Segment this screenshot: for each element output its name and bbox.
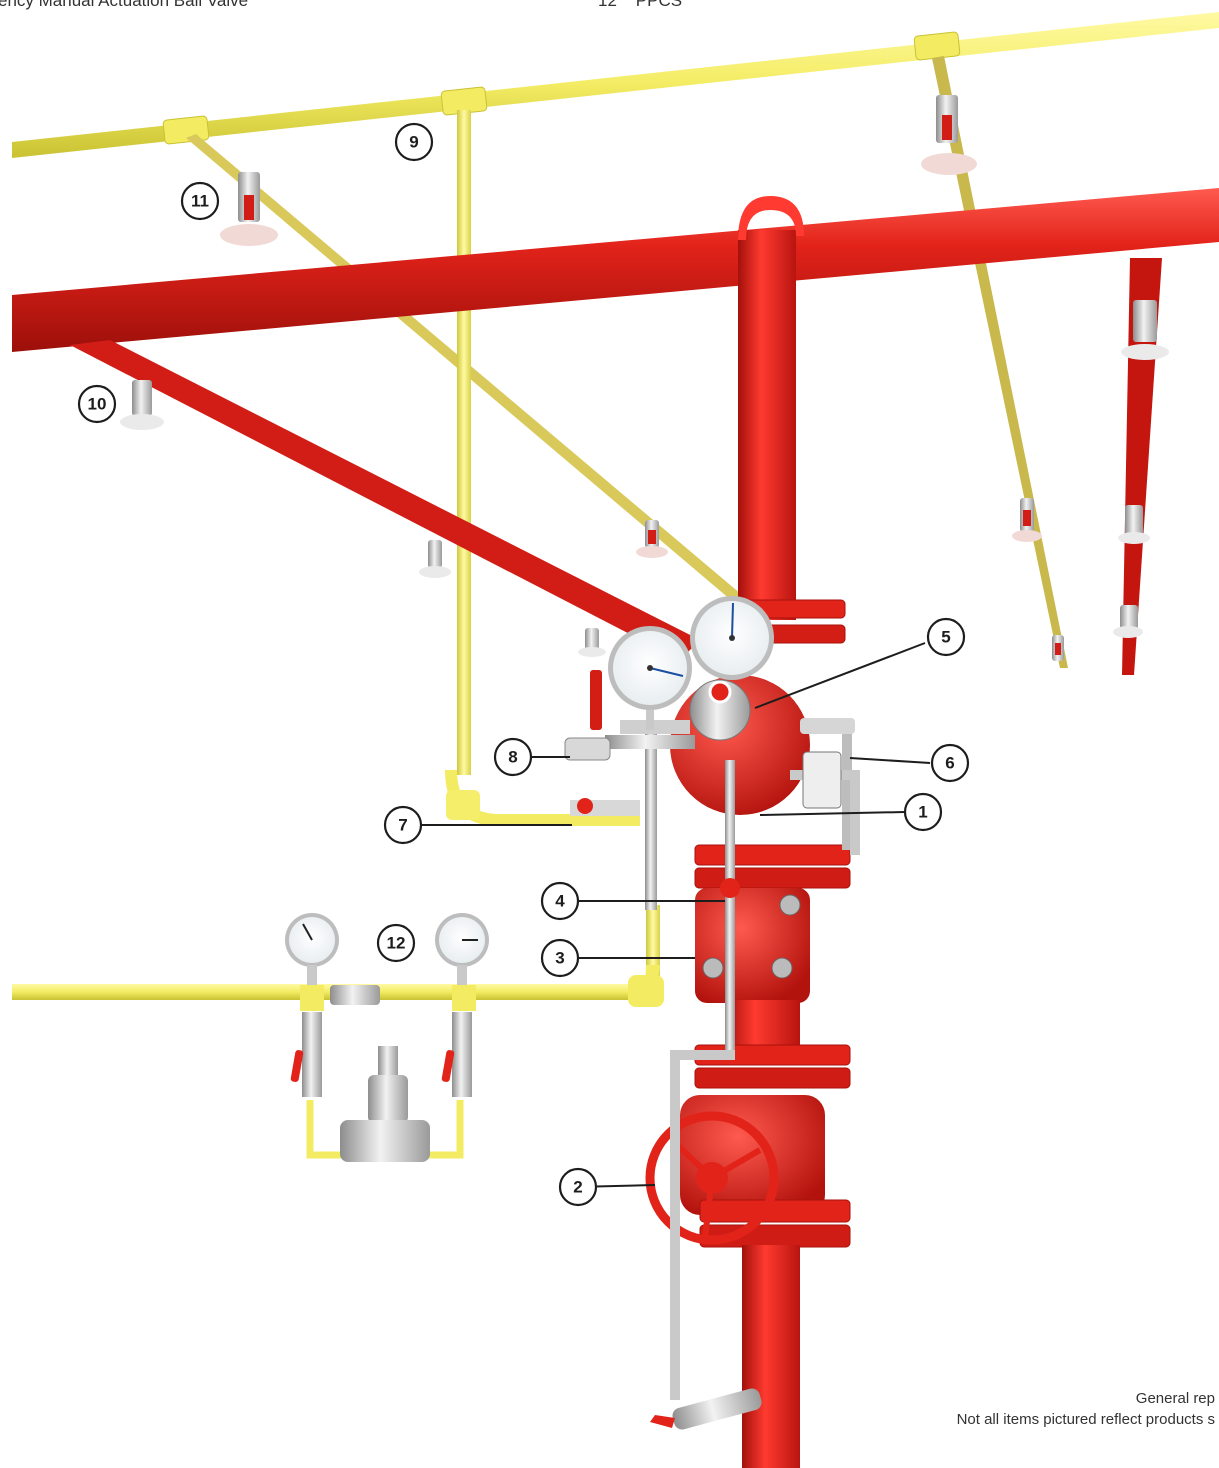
footer-line-2: Not all items pictured reflect products … bbox=[956, 1411, 1215, 1428]
red-main-pipe bbox=[12, 188, 1219, 675]
valve-trim bbox=[564, 670, 860, 1430]
callout-11-label: 11 bbox=[191, 192, 209, 211]
callout-6-label: 6 bbox=[945, 754, 954, 773]
callout-5-label: 5 bbox=[941, 628, 950, 647]
callout-7: 7 bbox=[383, 805, 423, 845]
callout-10: 10 bbox=[77, 384, 117, 424]
sprinkler-head-right-1 bbox=[1012, 498, 1042, 542]
callout-7-label: 7 bbox=[398, 816, 407, 835]
sprinkler-head-10 bbox=[120, 380, 164, 430]
sprinkler-head-11 bbox=[220, 172, 278, 246]
callout-8: 8 bbox=[493, 737, 533, 777]
sprinkler-heads bbox=[120, 95, 1169, 661]
callout-4: 4 bbox=[540, 881, 580, 921]
sprinkler-head-mid-1 bbox=[419, 540, 451, 578]
sprinkler-head-right-2 bbox=[1052, 635, 1064, 661]
sprinkler-head-mid-3 bbox=[578, 628, 606, 657]
callout-3-label: 3 bbox=[555, 949, 564, 968]
callout-4-label: 4 bbox=[555, 892, 565, 911]
callout-3: 3 bbox=[540, 938, 580, 978]
header-left-text: ency Manual Actuation Ball Valve bbox=[0, 0, 249, 10]
sprinkler-head-far-right-3 bbox=[1113, 605, 1143, 638]
callout-leaders bbox=[420, 642, 931, 1188]
callout-8-label: 8 bbox=[508, 748, 517, 767]
sprinkler-head-mid-2 bbox=[636, 520, 668, 558]
callout-9: 9 bbox=[394, 122, 434, 162]
callout-6: 6 bbox=[930, 743, 970, 783]
callout-1-label: 1 bbox=[918, 803, 927, 822]
sprinkler-head-far-right-1 bbox=[1121, 300, 1169, 360]
sprinkler-head-far-right-2 bbox=[1118, 505, 1150, 544]
callout-5: 5 bbox=[926, 617, 966, 657]
footer-line-1: General rep bbox=[1135, 1390, 1215, 1407]
callout-1: 1 bbox=[903, 792, 943, 832]
sprinkler-head-top-right bbox=[921, 95, 977, 175]
callout-10-label: 10 bbox=[88, 395, 107, 414]
callout-12: 12 bbox=[376, 923, 416, 963]
callout-9-label: 9 bbox=[409, 133, 418, 152]
pressure-gauges bbox=[285, 596, 774, 1162]
callout-2-label: 2 bbox=[573, 1178, 582, 1197]
callout-12-label: 12 bbox=[387, 934, 406, 953]
header-right-text: 12 PPCS bbox=[598, 0, 683, 10]
callout-2: 2 bbox=[558, 1167, 598, 1207]
callout-11: 11 bbox=[180, 181, 220, 221]
